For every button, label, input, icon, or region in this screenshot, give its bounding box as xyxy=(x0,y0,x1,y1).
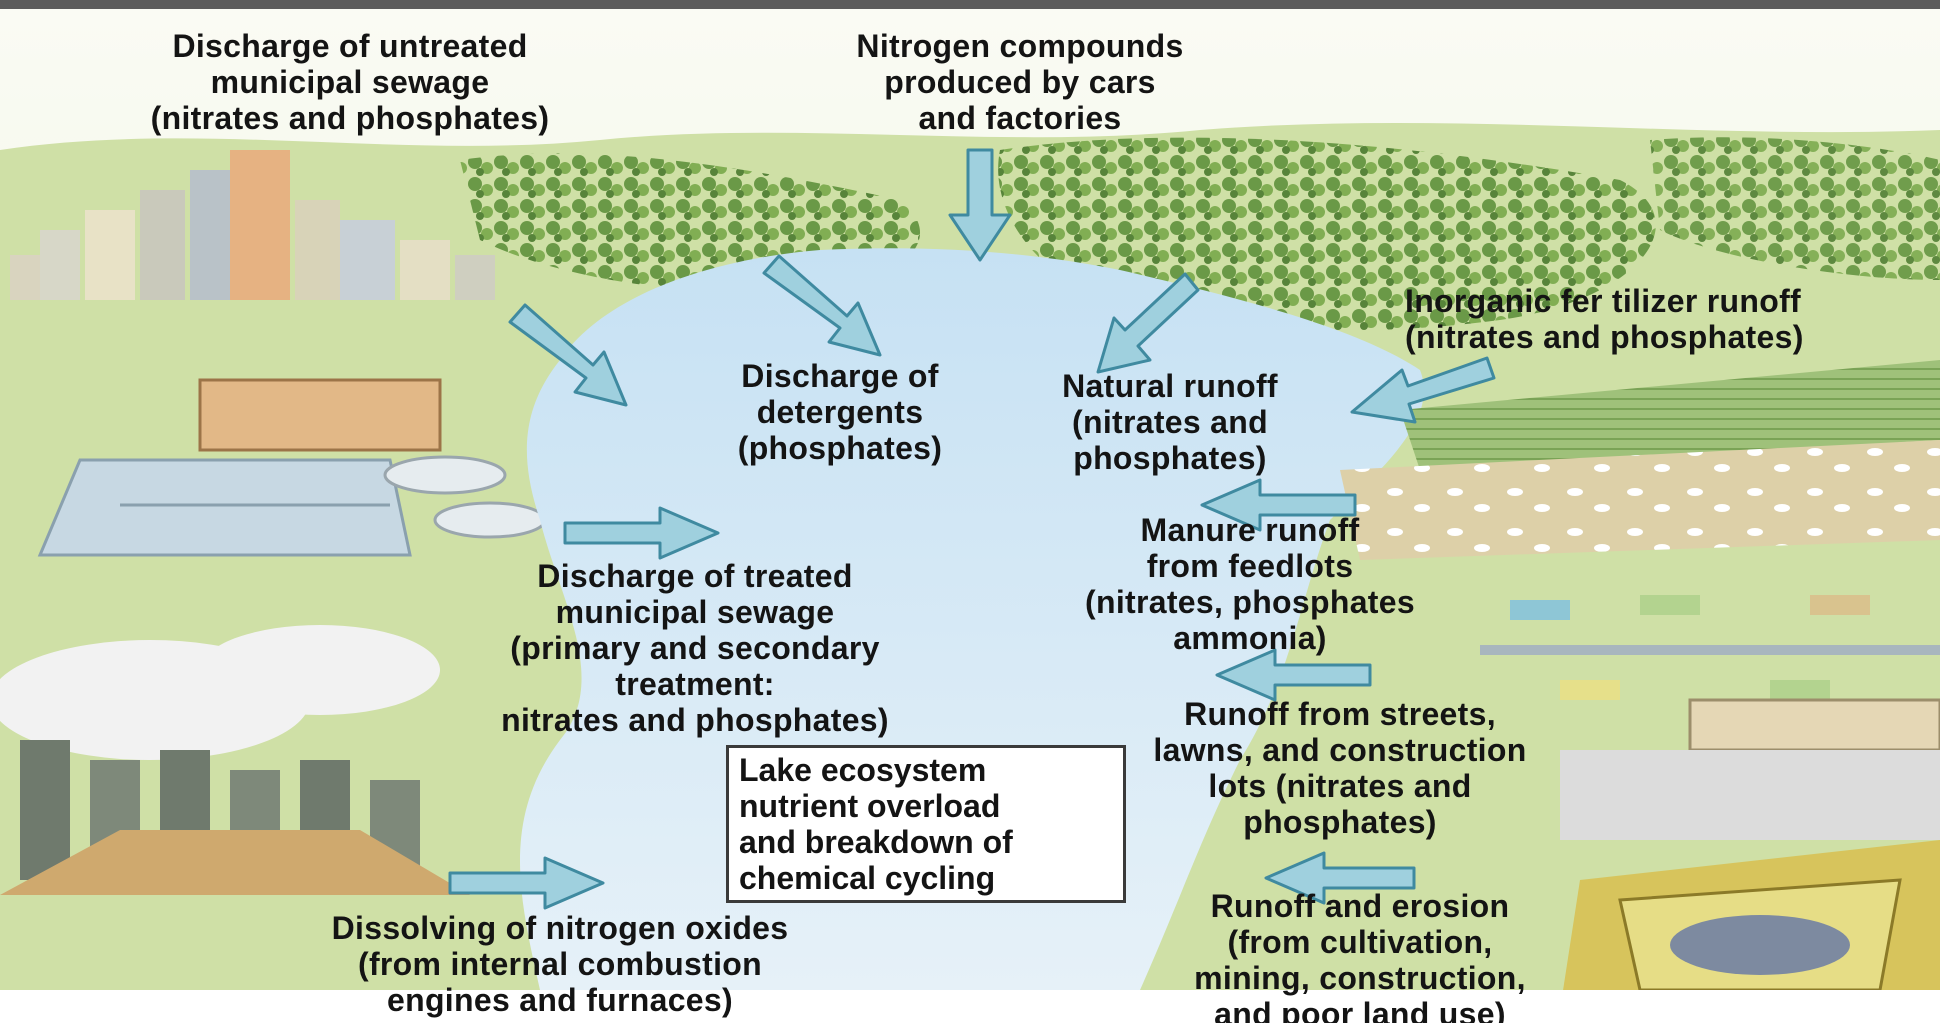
lake-ecosystem-box: Lake ecosystem nutrient overload and bre… xyxy=(726,745,1126,903)
label-street-runoff: Runoff from streets, lawns, and construc… xyxy=(1130,696,1550,840)
label-nitrogen-compounds: Nitrogen compounds produced by cars and … xyxy=(780,28,1260,136)
label-untreated-sewage: Discharge of untreated municipal sewage … xyxy=(70,28,630,136)
label-erosion-runoff: Runoff and erosion (from cultivation, mi… xyxy=(1130,888,1590,1023)
label-detergents: Discharge of detergents (phosphates) xyxy=(690,358,990,466)
label-natural-runoff: Natural runoff (nitrates and phosphates) xyxy=(1020,368,1320,476)
label-nitrogen-oxides: Dissolving of nitrogen oxides (from inte… xyxy=(280,910,840,1018)
label-treated-sewage: Discharge of treated municipal sewage (p… xyxy=(430,558,960,738)
label-fertilizer-runoff: Inorganic fer tilizer runoff (nitrates a… xyxy=(1405,283,1940,355)
label-manure-runoff: Manure runoff from feedlots (nitrates, p… xyxy=(1040,512,1460,656)
